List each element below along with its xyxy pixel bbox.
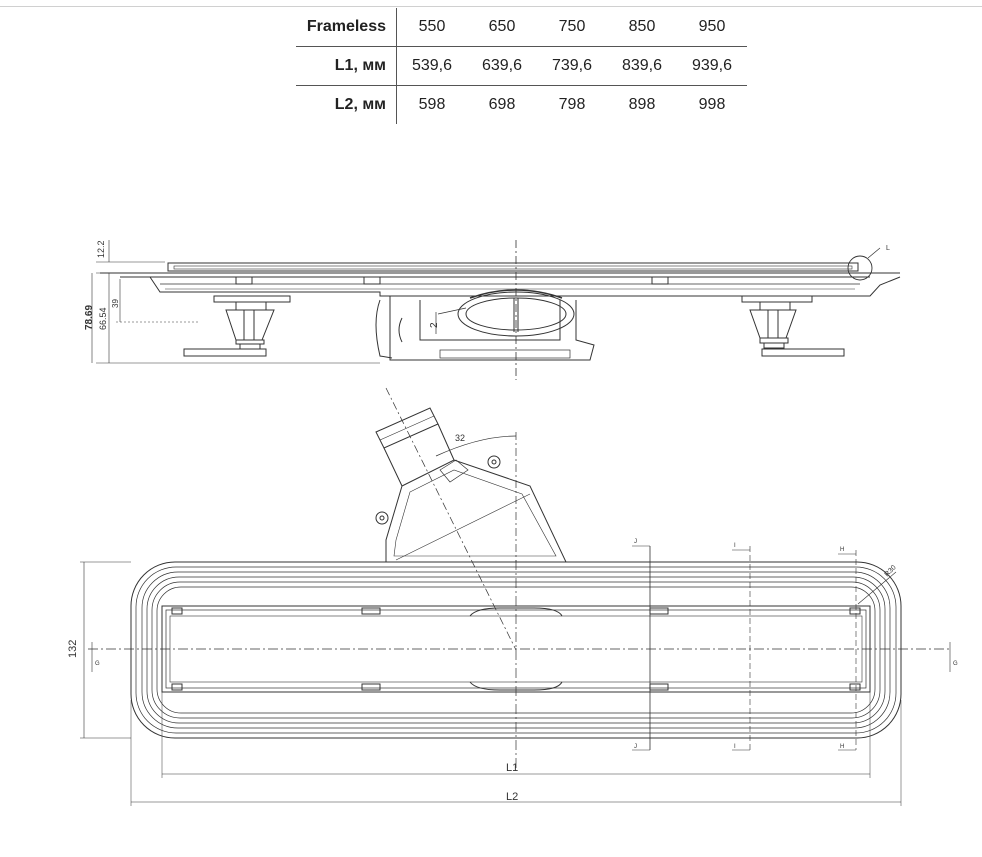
section-j-bottom: J (634, 744, 637, 750)
table-row-label: L2, мм (296, 85, 397, 124)
table-cell: 850 (607, 8, 677, 47)
table-cell: 550 (396, 8, 467, 47)
dim-66-54: 66.54 (98, 307, 108, 330)
left-adjustable-foot (183, 295, 291, 357)
siphon-outlet (375, 289, 595, 361)
table-cell: 939,6 (677, 46, 747, 86)
table-cell: 950 (677, 8, 747, 47)
radius-label: R30 (884, 564, 898, 578)
dim-width: 132 (67, 640, 79, 658)
table-cell: 698 (488, 96, 516, 113)
label-l2: L2 (506, 791, 518, 803)
dim-slope: 2 (429, 322, 440, 328)
section-i-top: I (734, 543, 736, 549)
table-header-label: Frameless (296, 8, 397, 47)
table-cell: 998 (698, 96, 726, 113)
table-cell: 598 (418, 96, 446, 113)
table-cell: 539,6 (396, 46, 467, 86)
table-cell: 639,6 (467, 46, 537, 86)
right-adjustable-foot (741, 295, 845, 357)
dim-39: 39 (111, 299, 120, 308)
table-cell: 750 (537, 8, 607, 47)
table-row: L1, мм 539,6 639,6 739,6 839,6 939,6 (296, 46, 747, 86)
size-table: Frameless 550 650 750 850 950 L1, мм 539… (296, 8, 747, 124)
table-row-label: L1, мм (296, 46, 397, 86)
table-row: L2, мм 598 698 798 898 998 (296, 85, 747, 124)
angled-outlet (375, 387, 567, 651)
section-j-top: J (634, 539, 637, 545)
table-cell: 798 (558, 96, 586, 113)
table-row: Frameless 550 650 750 850 950 (296, 8, 747, 47)
table-cell: 839,6 (607, 46, 677, 86)
section-h-top: H (840, 547, 844, 553)
section-g-left: G (95, 661, 100, 667)
section-i-bottom: I (734, 744, 736, 750)
section-g-right: G (953, 661, 958, 667)
side-view (91, 240, 901, 380)
dim-12-2: 12.2 (96, 240, 106, 258)
dim-total-height: 78.69 (84, 305, 95, 330)
table-cell: 739,6 (537, 46, 607, 86)
section-h-bottom: H (840, 744, 844, 750)
label-l1: L1 (506, 762, 518, 774)
detail-label: L (886, 245, 890, 252)
top-view (80, 545, 951, 806)
top-divider (0, 6, 982, 7)
angle-label: 32 (455, 433, 465, 443)
table-cell: 898 (628, 96, 656, 113)
table-cell: 650 (467, 8, 537, 47)
